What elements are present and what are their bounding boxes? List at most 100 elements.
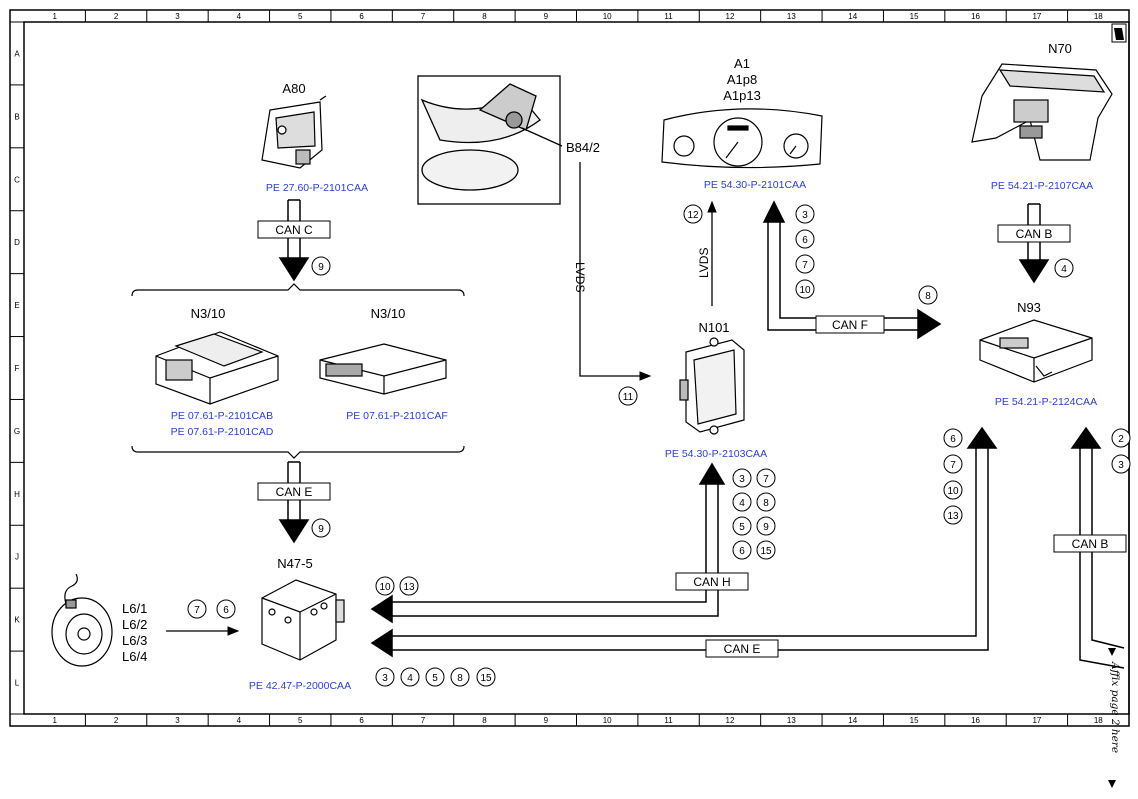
n47-5-unit-icon <box>261 579 345 661</box>
can-b-right-label: CAN B <box>1072 537 1109 551</box>
n47-5-ref[interactable]: PE 42.47-P-2000CAA <box>249 680 351 692</box>
n93-ref[interactable]: PE 54.21-P-2124CAA <box>995 396 1097 408</box>
can-h-end-circles: 10 13 <box>375 576 419 596</box>
grid-col-16: 16 <box>971 12 980 21</box>
a80-ref-link[interactable]: PE 27.60-P-2101CAA <box>266 182 368 194</box>
svg-text:7: 7 <box>194 605 200 616</box>
grid-col-1: 1 <box>52 12 57 21</box>
can-f-box <box>815 315 885 334</box>
circle-7-l6: 7 <box>187 599 207 619</box>
svg-text:6: 6 <box>802 235 808 246</box>
n93-label: N93 <box>1017 300 1041 315</box>
svg-text:5: 5 <box>432 673 438 684</box>
grid-col-16: 16 <box>971 716 980 725</box>
svg-text:10: 10 <box>799 285 811 296</box>
grid-col-4: 4 <box>237 716 242 725</box>
svg-text:13: 13 <box>947 511 959 522</box>
grid-col-4: 4 <box>237 12 242 21</box>
grid-col-18: 18 <box>1094 716 1103 725</box>
can-e-bottom-bus <box>370 426 998 658</box>
svg-text:6: 6 <box>950 434 956 445</box>
a1p8-label: A1p8 <box>727 72 757 87</box>
svg-text:5: 5 <box>739 522 745 533</box>
svg-text:4: 4 <box>1061 264 1067 275</box>
can-b-right-bus <box>1070 426 1125 669</box>
grid-col-5: 5 <box>298 716 303 725</box>
grid-col-9: 9 <box>544 716 549 725</box>
grid-col-15: 15 <box>910 716 919 725</box>
svg-text:12: 12 <box>687 210 699 221</box>
grid-col-5: 5 <box>298 12 303 21</box>
can-c-box <box>257 220 331 239</box>
svg-text:15: 15 <box>480 673 492 684</box>
n3-10-left-ref-2[interactable]: PE 07.61-P-2101CAD <box>171 426 274 438</box>
circle-11: 11 <box>618 386 638 406</box>
a1p13-label: A1p13 <box>723 88 761 103</box>
can-b-right-box <box>1053 534 1127 553</box>
svg-text:15: 15 <box>760 546 772 557</box>
svg-text:9: 9 <box>318 262 324 273</box>
svg-text:9: 9 <box>763 522 769 533</box>
can-e-mid-box <box>257 482 331 501</box>
svg-text:13: 13 <box>403 582 415 593</box>
l6-2-label: L6/2 <box>122 617 147 632</box>
svg-text:9: 9 <box>318 524 324 535</box>
can-b-top-box <box>997 224 1071 243</box>
n101-circles-left: 3 4 5 6 <box>732 468 752 560</box>
can-e-bottom-label: CAN E <box>724 642 761 656</box>
grid-row-E: E <box>14 301 19 310</box>
grid-col-1: 1 <box>52 716 57 725</box>
can-e-mid-label: CAN E <box>276 485 313 499</box>
grid-row-K: K <box>14 616 20 625</box>
a1-ref[interactable]: PE 54.30-P-2101CAA <box>704 179 806 191</box>
grid-row-B: B <box>14 112 19 121</box>
corner-marker-icon <box>1111 23 1127 43</box>
can-e-mid-bus <box>278 461 310 544</box>
can-e-bottom-box <box>705 639 779 658</box>
n3-10-right-ref[interactable]: PE 07.61-P-2101CAF <box>346 410 448 422</box>
grid-row-J: J <box>15 553 19 562</box>
a80-label: A80 <box>282 81 305 96</box>
lvds-mid-label: LVDS <box>697 248 711 278</box>
n47-5-label: N47-5 <box>277 556 312 571</box>
circle-9-can-c: 9 <box>311 256 331 276</box>
b84-2-label: B84/2 <box>566 140 600 155</box>
grid-col-12: 12 <box>726 716 735 725</box>
grid-row-H: H <box>14 490 20 499</box>
l6-4-label: L6/4 <box>122 649 147 664</box>
right-circle-list: 6 7 10 13 <box>943 428 963 525</box>
circle-4-can-b: 4 <box>1054 258 1074 278</box>
grid-col-2: 2 <box>114 716 119 725</box>
n3-10-left-label: N3/10 <box>191 306 226 321</box>
circle-6-l6: 6 <box>216 599 236 619</box>
n101-module-icon <box>679 337 745 435</box>
l6-1-label: L6/1 <box>122 601 147 616</box>
grid-col-15: 15 <box>910 12 919 21</box>
n70-label: N70 <box>1048 41 1072 56</box>
can-c-bus <box>278 199 310 282</box>
n101-label: N101 <box>698 320 729 335</box>
grid-col-13: 13 <box>787 716 796 725</box>
svg-text:7: 7 <box>763 474 769 485</box>
svg-text:8: 8 <box>925 291 931 302</box>
can-b-top-label: CAN B <box>1016 227 1053 241</box>
grid-col-18: 18 <box>1094 12 1103 21</box>
grid-col-12: 12 <box>726 12 735 21</box>
grid-row-A: A <box>14 49 20 58</box>
n93-module-icon <box>979 319 1093 383</box>
grid-col-17: 17 <box>1032 716 1041 725</box>
grid-row-L: L <box>15 679 20 688</box>
can-h-label: CAN H <box>693 575 730 589</box>
svg-text:3: 3 <box>802 210 808 221</box>
grid-col-17: 17 <box>1032 12 1041 21</box>
n3-10-right-module-icon <box>319 343 447 395</box>
circle-12: 12 <box>683 204 703 224</box>
n3-10-left-ref-1[interactable]: PE 07.61-P-2101CAB <box>171 410 273 422</box>
n70-ref[interactable]: PE 54.21-P-2107CAA <box>991 180 1093 192</box>
n101-ref[interactable]: PE 54.30-P-2103CAA <box>665 448 767 460</box>
l6-arrow <box>166 626 240 636</box>
a1-label: A1 <box>734 56 750 71</box>
grid-col-9: 9 <box>544 12 549 21</box>
